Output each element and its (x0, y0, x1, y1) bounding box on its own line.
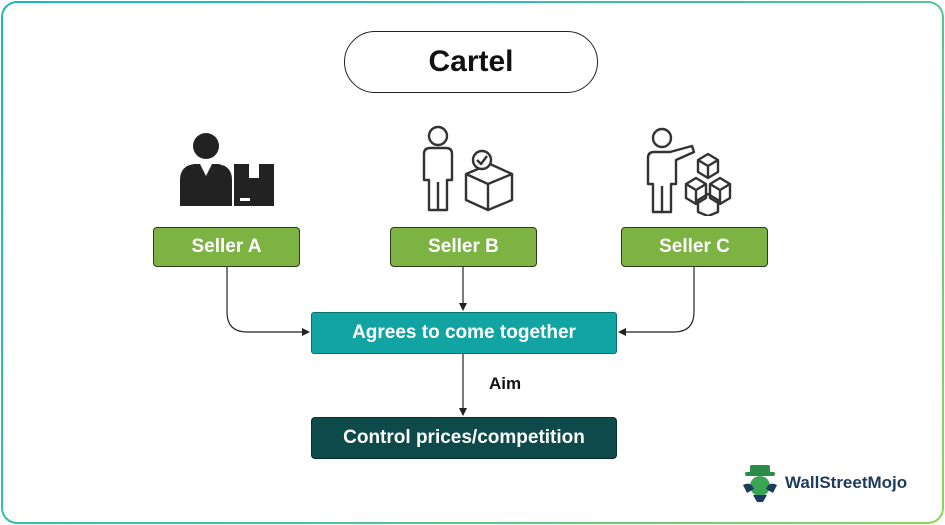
connector-seller-c (618, 267, 695, 336)
seller-a-box: Seller A (153, 227, 300, 267)
seller-b-box: Seller B (390, 227, 537, 267)
person-with-stacked-boxes-icon (646, 127, 732, 216)
person-with-checked-box-icon (422, 125, 514, 212)
connector-seller-a (226, 267, 310, 336)
brand-name: WallStreetMojo (785, 473, 908, 492)
aim-label: Aim (489, 374, 522, 393)
agreement-box: Agrees to come together (311, 312, 617, 354)
seller-with-box-icon (180, 133, 274, 206)
brand-logo: WallStreetMojo (741, 463, 907, 503)
outcome-box: Control prices/competition (311, 417, 617, 459)
diagram-title: Cartel (344, 31, 598, 93)
wallstreetmojo-logo-icon (743, 465, 777, 502)
seller-c-box: Seller C (621, 227, 768, 267)
